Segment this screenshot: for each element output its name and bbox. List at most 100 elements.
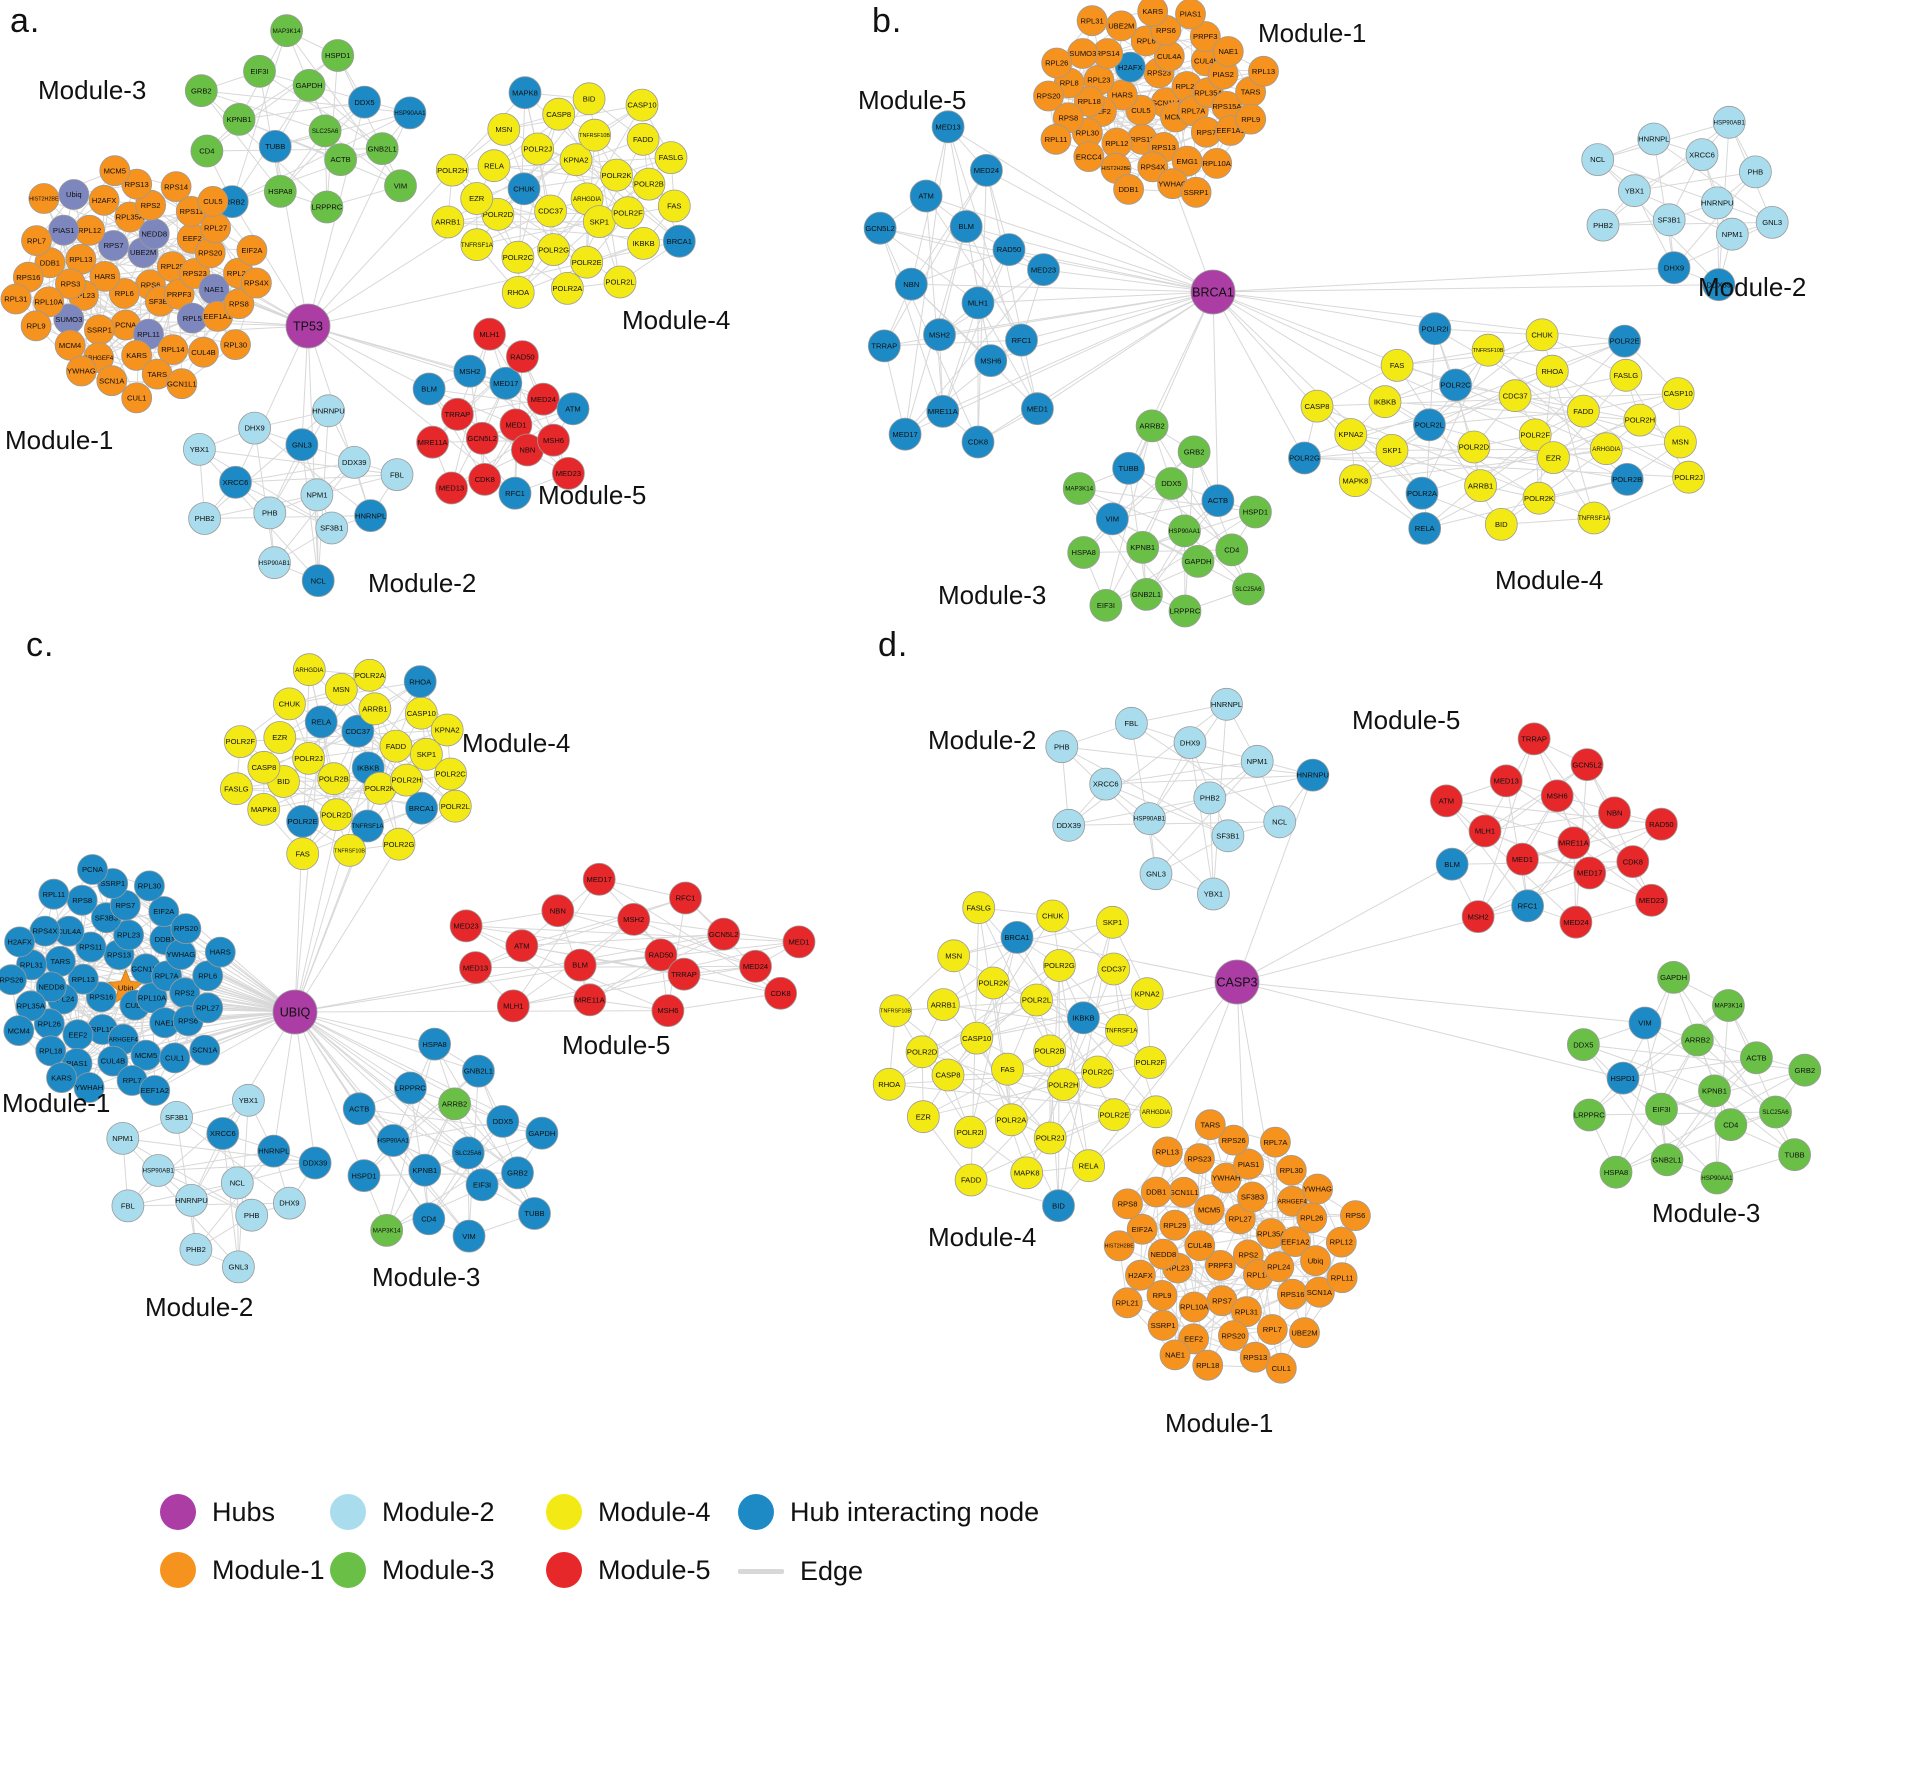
node-FBL[interactable]: FBL [111, 1189, 145, 1223]
node-GNL3[interactable]: GNL3 [1139, 857, 1173, 891]
node-MED24[interactable]: MED24 [970, 153, 1003, 187]
node-MSH6[interactable]: MSH6 [974, 344, 1008, 378]
node-HNRNPU[interactable]: HNRNPU [1700, 186, 1734, 220]
node-POLR2F[interactable]: POLR2F [1518, 418, 1552, 452]
node-CUL5[interactable]: CUL5 [197, 185, 229, 217]
node-RPL10A[interactable]: RPL10A [33, 286, 65, 318]
node-TUBB[interactable]: TUBB [1778, 1138, 1811, 1172]
node-KPNB1[interactable]: KPNB1 [1698, 1074, 1731, 1108]
node-GCN1L1[interactable]: GCN1L1 [166, 368, 198, 400]
node-TUBB[interactable]: TUBB [518, 1197, 551, 1230]
node-MRE11A[interactable]: MRE11A [573, 983, 607, 1017]
node-CD4[interactable]: CD4 [190, 134, 224, 168]
node-XRCC6[interactable]: XRCC6 [206, 1117, 240, 1150]
node-ARHGDIA[interactable]: ARHGDIA [1139, 1095, 1173, 1129]
node-CUL1[interactable]: CUL1 [1265, 1352, 1297, 1384]
node-PIAS1[interactable]: PIAS1 [1233, 1148, 1264, 1180]
node-YWHAH[interactable]: YWHAH [1210, 1162, 1242, 1194]
node-BRCA1[interactable]: BRCA1 [1000, 921, 1034, 954]
node-HNRNPL[interactable]: HNRNPL [354, 499, 388, 532]
node-RPS26[interactable]: RPS26 [0, 964, 27, 996]
node-RHOA[interactable]: RHOA [1535, 354, 1569, 388]
node-RPL26[interactable]: RPL26 [1296, 1202, 1328, 1234]
node-KPNA2[interactable]: KPNA2 [430, 713, 464, 747]
node-RPL14[interactable]: RPL14 [157, 334, 189, 366]
node-POLR2E[interactable]: POLR2E [1608, 324, 1641, 358]
node-ARRB1[interactable]: ARRB1 [431, 205, 465, 239]
node-NBN[interactable]: NBN [511, 433, 544, 467]
node-EEF1A2[interactable]: EEF1A2 [1279, 1226, 1311, 1257]
node-SSRP1[interactable]: SSRP1 [84, 314, 115, 346]
node-TNFRSF1A[interactable]: TNFRSF1A [1577, 501, 1611, 535]
node-RELA[interactable]: RELA [1072, 1149, 1105, 1183]
node-HSPA8[interactable]: HSPA8 [263, 174, 297, 208]
node-FASLG[interactable]: FASLG [654, 141, 688, 175]
node-CHUK[interactable]: CHUK [1525, 318, 1559, 352]
node-RPL10A[interactable]: RPL10A [1178, 1291, 1210, 1323]
node-DDX39[interactable]: DDX39 [298, 1146, 332, 1180]
node-TNFRSF1A[interactable]: TNFRSF1A [460, 228, 494, 262]
node-CDC37[interactable]: CDC37 [534, 194, 567, 228]
node-YBX1[interactable]: YBX1 [1618, 174, 1651, 208]
node-SKP1[interactable]: SKP1 [1096, 905, 1129, 939]
node-MAP3K14[interactable]: MAP3K14 [370, 1214, 404, 1247]
node-EZR[interactable]: EZR [1537, 441, 1570, 475]
node-RPL10A[interactable]: RPL10A [136, 982, 168, 1014]
node-RPS4X[interactable]: RPS4X [1137, 151, 1169, 183]
node-ARRB2[interactable]: ARRB2 [1681, 1023, 1714, 1057]
node-RPL7A[interactable]: RPL7A [1260, 1126, 1291, 1158]
node-MAP3K14[interactable]: MAP3K14 [1712, 989, 1745, 1022]
node-VIM[interactable]: VIM [384, 169, 417, 203]
node-RPL30[interactable]: RPL30 [133, 870, 165, 902]
node-EIF2A[interactable]: EIF2A [1126, 1213, 1158, 1245]
node-NCL[interactable]: NCL [1263, 805, 1297, 839]
node-TRRAP[interactable]: TRRAP [440, 397, 474, 431]
node-LRPPRC[interactable]: LRPPRC [310, 190, 344, 224]
node-POLR2H[interactable]: POLR2H [435, 153, 469, 187]
node-PHB2[interactable]: PHB2 [179, 1233, 213, 1266]
node-BLM[interactable]: BLM [563, 948, 597, 982]
node-RPS26[interactable]: RPS26 [1218, 1124, 1250, 1156]
node-POLR2G[interactable]: POLR2G [1043, 949, 1076, 982]
node-NPM1[interactable]: NPM1 [1240, 744, 1274, 778]
node-EIF3I[interactable]: EIF3I [1089, 589, 1123, 622]
node-HSP90AA1[interactable]: HSP90AA1 [1700, 1161, 1734, 1195]
node-RPL11[interactable]: RPL11 [1326, 1262, 1358, 1294]
node-POLR2A[interactable]: POLR2A [994, 1103, 1028, 1137]
node-HNRNPU[interactable]: HNRNPU [312, 394, 345, 428]
node-MSH6[interactable]: MSH6 [537, 423, 570, 457]
node-UBE2M[interactable]: UBE2M [1289, 1317, 1320, 1349]
node-HIST2H2BE[interactable]: HIST2H2BE [1103, 1230, 1135, 1262]
node-RPL18[interactable]: RPL18 [1192, 1349, 1224, 1381]
node-RPL9[interactable]: RPL9 [1235, 103, 1267, 135]
node-ACTB[interactable]: ACTB [1201, 484, 1235, 518]
node-MED17[interactable]: MED17 [1573, 856, 1607, 890]
node-HSPD1[interactable]: HSPD1 [347, 1159, 381, 1192]
node-HIST2H2BE[interactable]: HIST2H2BE [28, 183, 60, 214]
node-VIM[interactable]: VIM [1628, 1006, 1662, 1040]
node-RFC1[interactable]: RFC1 [1511, 889, 1544, 923]
node-POLR2J[interactable]: POLR2J [1672, 460, 1705, 494]
node-MRE11A[interactable]: MRE11A [416, 425, 450, 459]
node-EIF3I[interactable]: EIF3I [465, 1168, 499, 1202]
node-POLR2A[interactable]: POLR2A [551, 271, 584, 305]
node-RPL27[interactable]: RPL27 [200, 212, 232, 244]
node-SF3B1[interactable]: SF3B1 [160, 1101, 194, 1134]
node-KARS[interactable]: KARS [121, 339, 153, 371]
node-CASP8[interactable]: CASP8 [1300, 389, 1334, 423]
node-GNB2L1[interactable]: GNB2L1 [1130, 578, 1163, 611]
node-RPL21[interactable]: RPL21 [1111, 1287, 1143, 1319]
node-YWHAG[interactable]: YWHAG [165, 939, 197, 970]
node-RPS13[interactable]: RPS13 [1239, 1341, 1271, 1373]
node-ATM[interactable]: ATM [505, 929, 539, 963]
node-POLR2B[interactable]: POLR2B [632, 167, 666, 201]
node-GRB2[interactable]: GRB2 [184, 74, 218, 108]
node-KPNA2[interactable]: KPNA2 [1130, 977, 1164, 1011]
node-EEF2[interactable]: EEF2 [62, 1019, 94, 1051]
node-FADD[interactable]: FADD [954, 1163, 988, 1197]
node-BID[interactable]: BID [572, 82, 606, 116]
node-POLR2J[interactable]: POLR2J [292, 742, 326, 775]
node-DDB1[interactable]: DDB1 [1140, 1176, 1172, 1208]
node-ACTB[interactable]: ACTB [324, 143, 358, 177]
node-LRPPRC[interactable]: LRPPRC [1572, 1098, 1606, 1132]
